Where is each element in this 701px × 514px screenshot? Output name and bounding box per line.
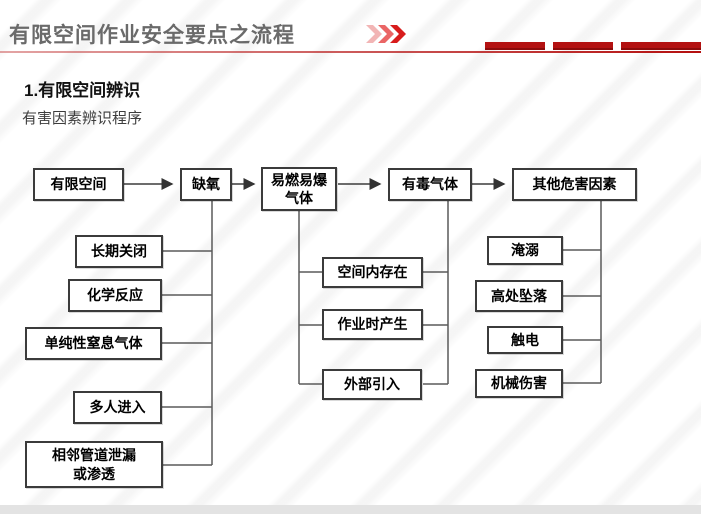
- header-divider-line: [0, 51, 701, 53]
- flow-node-fall-from-height: 高处坠落: [475, 280, 563, 312]
- flow-node-drowning: 淹溺: [487, 236, 563, 265]
- flow-node-chemical-reaction: 化学反应: [68, 279, 162, 312]
- flow-node-produced-during-work: 作业时产生: [322, 309, 423, 340]
- flow-node-flammable-gas: 易燃易爆 气体: [261, 167, 337, 211]
- flow-node-long-term-closure: 长期关闭: [75, 235, 163, 268]
- flow-node-mechanical-injury: 机械伤害: [475, 369, 563, 398]
- section-subheading: 有害因素辨识程序: [22, 110, 143, 127]
- flow-node-adjacent-pipe-leak: 相邻管道泄漏 或渗透: [25, 441, 163, 488]
- section-heading: 1.有限空间辨识: [24, 81, 141, 100]
- flow-node-confined-space: 有限空间: [33, 168, 124, 201]
- header-bar-3: [621, 42, 701, 50]
- header-bar-1: [485, 42, 545, 50]
- flow-node-present-in-space: 空间内存在: [322, 257, 423, 288]
- flow-node-multiple-entry: 多人进入: [73, 391, 162, 424]
- bottom-strip: [0, 505, 701, 514]
- flow-node-toxic-gas: 有毒气体: [388, 168, 472, 201]
- header-bar-2: [553, 42, 613, 50]
- page-title: 有限空间作业安全要点之流程: [9, 24, 295, 47]
- flow-node-simple-asphyxiant-gas: 单纯性窒息气体: [25, 327, 162, 360]
- flow-node-oxygen-deficiency: 缺氧: [180, 168, 232, 201]
- flow-node-electric-shock: 触电: [487, 326, 563, 354]
- triple-chevron-right-icon: [366, 25, 406, 43]
- flow-node-other-hazards: 其他危害因素: [512, 168, 637, 201]
- flow-node-external-introduction: 外部引入: [322, 369, 422, 400]
